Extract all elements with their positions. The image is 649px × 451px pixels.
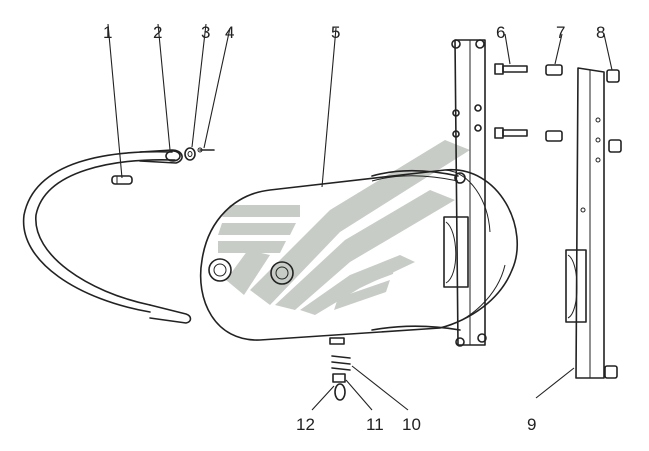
cotter-pin-part-4 (197, 147, 215, 153)
callout-1: 1 (103, 23, 112, 42)
callout-9: 9 (527, 415, 536, 434)
callout-4: 4 (225, 23, 234, 42)
mounting-bracket-left (443, 39, 487, 347)
chevron-logo-watermark-icon (218, 140, 470, 315)
callout-numbers: 1 2 3 4 5 6 7 8 9 10 11 12 (103, 23, 605, 434)
callout-6: 6 (496, 23, 505, 42)
callout-3: 3 (201, 23, 210, 42)
nut-part-8 (604, 69, 622, 379)
bracket-part-9 (565, 67, 605, 379)
drain-assembly (331, 355, 351, 401)
leader-lines (107, 23, 613, 411)
tank-body-part-5 (199, 169, 518, 345)
callout-7: 7 (556, 23, 565, 42)
spring-part-10 (331, 355, 351, 371)
callout-12: 12 (296, 415, 315, 434)
callout-11: 11 (366, 415, 384, 434)
callout-10: 10 (402, 415, 421, 434)
plug-part-12 (334, 383, 346, 401)
valve-part-11 (332, 373, 346, 383)
callout-2: 2 (153, 23, 162, 42)
bolt-part-6 (494, 63, 528, 139)
spacer-part-7 (545, 64, 563, 142)
callout-5: 5 (331, 23, 340, 42)
washer-part-3 (184, 147, 196, 161)
callout-8: 8 (596, 23, 605, 42)
strap-belt (22, 149, 192, 324)
